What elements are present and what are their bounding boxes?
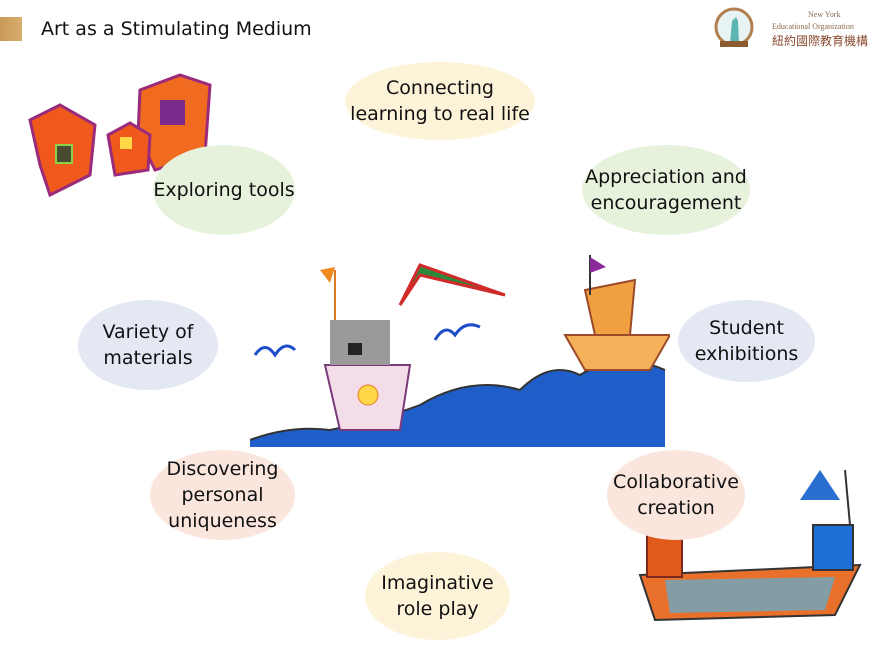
bubble-exploring-tools: Exploring tools <box>153 145 295 235</box>
bubble-label: Imaginative role play <box>381 572 494 620</box>
bubble-imaginative-role-play: Imaginative role play <box>365 552 510 640</box>
title-accent-square <box>0 17 22 41</box>
bubble-connecting-learning: Connecting learning to real life <box>345 62 535 140</box>
bubble-collaborative-creation: Collaborative creation <box>607 450 745 540</box>
boats-on-sea-drawing <box>250 255 670 447</box>
bubble-variety-of-materials: Variety of materials <box>78 300 218 390</box>
bubble-label: Exploring tools <box>153 179 295 201</box>
houses-drawing <box>28 73 212 198</box>
bubble-label: Discovering personal uniqueness <box>166 458 279 532</box>
organization-logo: New York Educational Organization 紐約國際教育… <box>712 3 877 53</box>
long-boat-drawing <box>638 469 862 622</box>
statue-of-liberty-logo-icon: New York Educational Organization 紐約國際教育… <box>714 7 868 48</box>
bubble-appreciation: Appreciation and encouragement <box>582 145 750 235</box>
page-title: Art as a Stimulating Medium <box>41 18 312 40</box>
bubble-label: Appreciation and encouragement <box>585 166 747 214</box>
logo-line-1: New York <box>808 10 840 19</box>
bubble-label: Student exhibitions <box>694 317 799 365</box>
bubble-discovering-uniqueness: Discovering personal uniqueness <box>150 450 295 540</box>
bubble-student-exhibitions: Student exhibitions <box>678 300 815 382</box>
bubble-label: Connecting learning to real life <box>350 77 530 125</box>
logo-line-2: Educational Organization <box>772 22 854 31</box>
logo-chinese: 紐約國際教育機構 <box>772 33 868 48</box>
bubble-label: Variety of materials <box>102 321 194 369</box>
bubble-label: Collaborative creation <box>613 471 739 519</box>
